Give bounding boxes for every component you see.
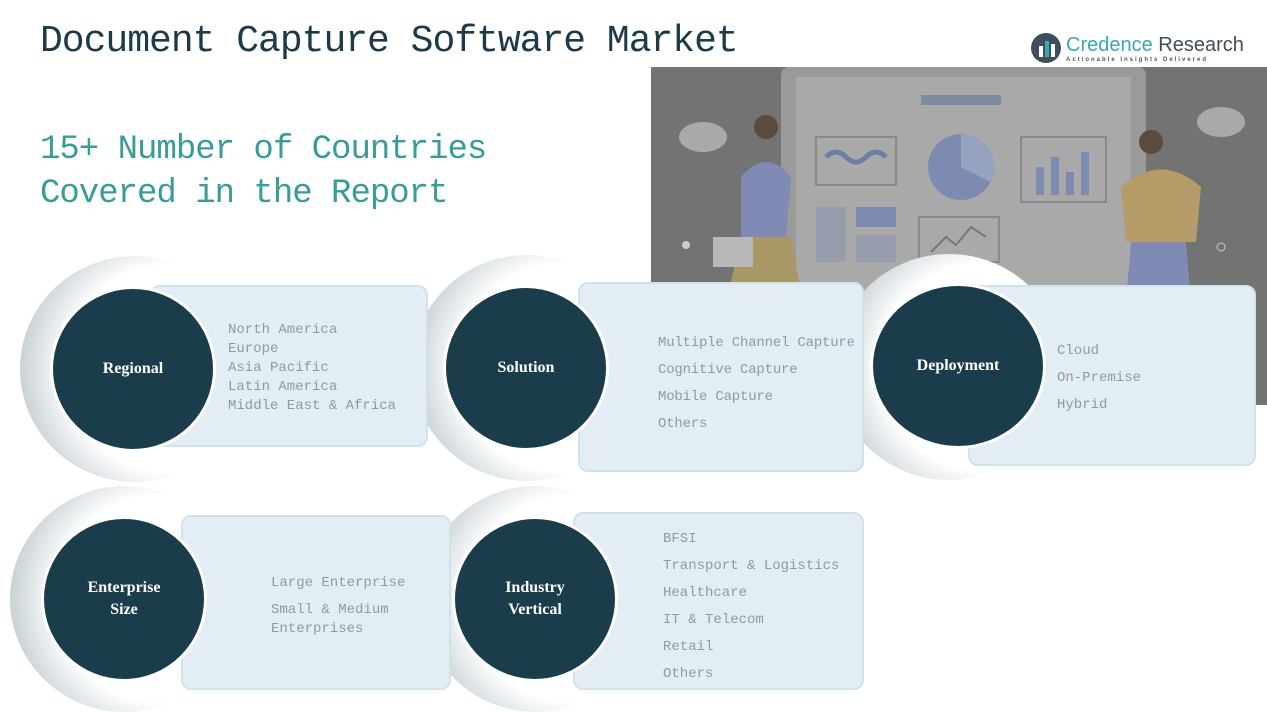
segment-item: Middle East & Africa bbox=[228, 398, 397, 414]
segment-item: Enterprises bbox=[271, 621, 364, 637]
segment-label: Solution bbox=[497, 359, 555, 376]
segment-item: Others bbox=[663, 666, 714, 682]
brand-logo: Credence Research Actionable Insights De… bbox=[1030, 32, 1244, 64]
segment-label: Regional bbox=[102, 360, 164, 377]
page-title: Document Capture Software Market bbox=[40, 20, 739, 63]
segment-item: Asia Pacific bbox=[228, 360, 329, 376]
segment-item: BFSI bbox=[663, 531, 697, 547]
segment-item: Large Enterprise bbox=[271, 575, 406, 591]
segment-circle-solution: Solution bbox=[443, 285, 609, 451]
segment-item: Cognitive Capture bbox=[658, 362, 798, 378]
segment-item: IT & Telecom bbox=[663, 612, 764, 628]
logo-name-1: Credence bbox=[1066, 33, 1153, 56]
logo-name-2: Research bbox=[1158, 33, 1244, 56]
segment-item: Multiple Channel Capture bbox=[658, 335, 855, 351]
segment-item: Hybrid bbox=[1057, 397, 1108, 413]
segment-label: Deployment bbox=[916, 357, 1000, 374]
logo-chart-icon bbox=[1031, 33, 1061, 63]
subtitle-line-1: 15+ Number of Countries bbox=[40, 131, 487, 169]
segment-item: North America bbox=[228, 322, 338, 338]
segment-item: On-Premise bbox=[1057, 370, 1142, 386]
segment-item: Mobile Capture bbox=[658, 389, 773, 405]
segment-item: Transport & Logistics bbox=[663, 558, 840, 574]
segment-item: Others bbox=[658, 416, 708, 432]
segment-circle-regional: Regional bbox=[50, 286, 216, 452]
segment-item: Retail bbox=[663, 639, 714, 655]
segment-label: Industry bbox=[505, 579, 565, 596]
segment-item: Europe bbox=[228, 341, 279, 357]
segment-label: Vertical bbox=[508, 601, 562, 618]
segment-label: Size bbox=[110, 601, 138, 618]
segment-item: Cloud bbox=[1057, 343, 1100, 359]
segment-circle-deployment: Deployment bbox=[870, 283, 1046, 449]
segment-item: Healthcare bbox=[663, 585, 748, 601]
subtitle-line-2: Covered in the Report bbox=[40, 175, 448, 213]
segment-label: Enterprise bbox=[87, 579, 161, 596]
segment-item: Small & Medium bbox=[271, 602, 389, 618]
logo-tagline: Actionable Insights Delivered bbox=[1066, 56, 1209, 63]
segment-item: Latin America bbox=[228, 379, 338, 395]
